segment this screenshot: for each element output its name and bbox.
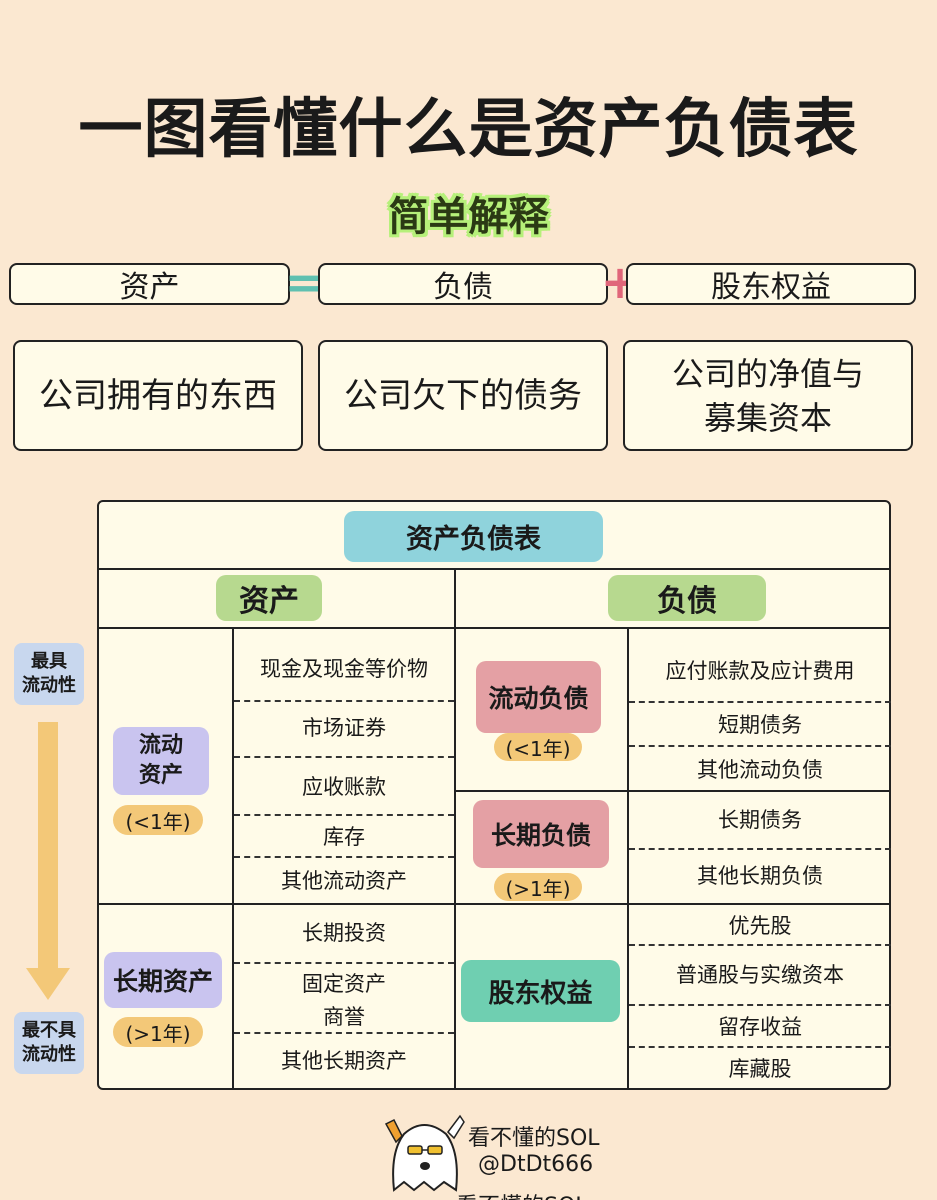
assets-description: 公司拥有的东西: [13, 340, 303, 451]
row-separator: [234, 1032, 454, 1034]
long-term-asset-item: 固定资产: [302, 972, 386, 996]
equity-label: 股东权益: [461, 960, 620, 1022]
current-asset-item: 市场证券: [302, 716, 386, 740]
row-separator: [629, 701, 891, 703]
most-liquid-label: 最具 流动性: [14, 643, 84, 705]
equity-description-line1: 公司的净值与: [671, 354, 864, 393]
current-liability-item: 应付账款及应计费用: [665, 659, 855, 683]
current-assets-line1: 流动: [138, 733, 183, 758]
current-liability-item: 其他流动负债: [697, 758, 823, 782]
row-separator: [234, 856, 454, 858]
long-term-asset-item: 商誉: [323, 1005, 365, 1029]
least-liquid-label: 最不具 流动性: [14, 1012, 84, 1074]
equity-item: 普通股与实缴资本: [676, 963, 844, 987]
row-separator: [629, 745, 891, 747]
long-term-assets-label: 长期资产: [104, 952, 222, 1008]
watermark-handle: @DtDt666: [478, 1152, 594, 1177]
current-assets-label: 流动 资产: [113, 727, 209, 795]
current-liabilities-term: (<1年): [494, 733, 582, 761]
row-separator: [629, 1004, 891, 1006]
current-assets-term: (<1年): [113, 805, 203, 835]
long-term-liability-item: 长期债务: [718, 808, 802, 832]
current-asset-item: 库存: [323, 825, 365, 849]
assets-header: 资产: [216, 575, 322, 621]
current-asset-item: 其他流动资产: [281, 869, 407, 893]
row-separator: [234, 814, 454, 816]
equation-equity: 股东权益: [626, 263, 916, 305]
watermark-name-repeat: 看不懂的SOL: [456, 1188, 588, 1200]
long-term-asset-item: 长期投资: [302, 921, 386, 945]
row-separator: [234, 962, 454, 964]
row-separator: [629, 944, 891, 946]
equity-description-line2: 募集资本: [703, 398, 832, 437]
most-liquid-line1: 最具: [31, 651, 67, 672]
liquidity-arrow-icon: [26, 722, 70, 1000]
row-separator: [629, 1046, 891, 1048]
liabilities-column-divider: [627, 627, 629, 1090]
long-term-liabilities-term: (>1年): [494, 873, 582, 901]
assets-column-divider: [232, 627, 234, 1090]
current-asset-item: 应收账款: [302, 775, 386, 799]
equity-item: 留存收益: [718, 1015, 802, 1039]
sheet-title: 资产负债表: [344, 511, 603, 562]
center-divider: [454, 568, 456, 1090]
section-divider: [97, 627, 891, 629]
long-term-liabilities-label: 长期负债: [473, 800, 609, 868]
row-separator: [234, 700, 454, 702]
equity-item: 优先股: [728, 914, 792, 938]
current-liability-item: 短期债务: [718, 713, 802, 737]
equity-item: 库藏股: [728, 1057, 792, 1081]
current-assets-line2: 资产: [138, 763, 183, 788]
header-divider: [97, 568, 891, 570]
current-liabilities-label: 流动负债: [476, 661, 601, 733]
equation-assets: 资产: [9, 263, 290, 305]
long-term-asset-item: 其他长期资产: [281, 1049, 407, 1073]
liabilities-description: 公司欠下的债务: [318, 340, 608, 451]
equation-liabilities: 负债: [318, 263, 608, 305]
page-title: 一图看懂什么是资产负债表: [78, 93, 859, 167]
long-term-liabilities-divider: [454, 790, 891, 792]
page-subtitle: 简单解释: [388, 194, 549, 240]
ghost-mascot-icon: [384, 1114, 465, 1192]
watermark-name: 看不懂的SOL: [468, 1126, 600, 1151]
current-asset-item: 现金及现金等价物: [260, 657, 428, 681]
least-liquid-line2: 流动性: [22, 1044, 76, 1065]
most-liquid-line2: 流动性: [22, 675, 76, 696]
long-term-divider: [97, 903, 891, 905]
row-separator: [234, 756, 454, 758]
long-term-assets-term: (>1年): [113, 1017, 203, 1047]
row-separator: [629, 848, 891, 850]
equals-sign: =: [284, 255, 324, 309]
liabilities-header: 负债: [608, 575, 766, 621]
least-liquid-line1: 最不具: [22, 1020, 76, 1041]
long-term-liability-item: 其他长期负债: [697, 864, 823, 888]
equity-description: 公司的净值与 募集资本: [623, 340, 913, 451]
